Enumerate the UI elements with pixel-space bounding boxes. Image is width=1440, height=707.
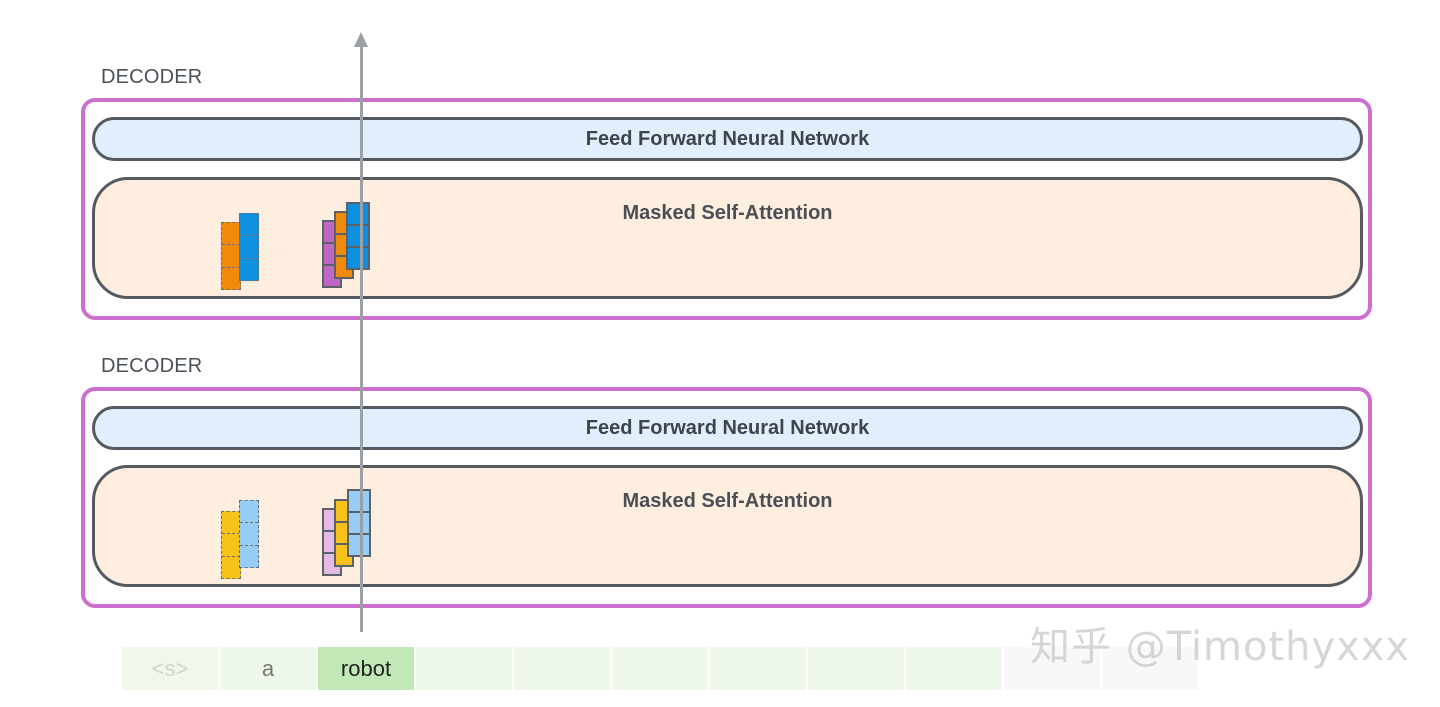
token-cell: <s> (122, 647, 218, 690)
value-vector-prev-bottom (239, 500, 259, 568)
masked-self-attention-top: Masked Self-Attention (92, 177, 1363, 299)
token-cell (710, 647, 806, 690)
token-cell (416, 647, 512, 690)
token-cell: a (220, 647, 316, 690)
masked-self-attention-label: Masked Self-Attention (622, 490, 833, 512)
value-vector-top (346, 202, 370, 270)
flow-arrow-line (360, 44, 363, 632)
token-sequence: <s> a robot (122, 647, 1198, 690)
value-vector-prev-top (239, 213, 259, 281)
feed-forward-network-top: Feed Forward Neural Network (92, 117, 1363, 161)
masked-self-attention-label: Masked Self-Attention (622, 202, 833, 224)
key-vector-prev-bottom (221, 511, 241, 579)
masked-self-attention-bottom: Masked Self-Attention (92, 465, 1363, 587)
decoder-label: DECODER (101, 355, 203, 377)
token-cell (808, 647, 904, 690)
up-arrow-icon (354, 32, 368, 47)
token-cell-active: robot (318, 647, 414, 690)
token-cell (1102, 647, 1198, 690)
token-cell (514, 647, 610, 690)
feed-forward-network-bottom: Feed Forward Neural Network (92, 406, 1363, 450)
token-cell (906, 647, 1002, 690)
token-cell (612, 647, 708, 690)
token-cell (1004, 647, 1100, 690)
watermark: 知乎 @Timothyxxx (1030, 624, 1411, 670)
decoder-label: DECODER (101, 66, 203, 88)
key-vector-prev-top (221, 222, 241, 290)
value-vector-bottom (347, 489, 371, 557)
